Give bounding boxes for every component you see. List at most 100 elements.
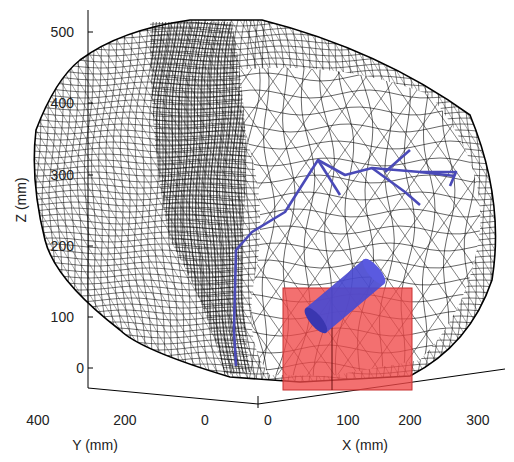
mesh-line	[175, 10, 192, 390]
x-tick: 200	[398, 413, 421, 427]
mesh-line	[253, 10, 269, 390]
mesh-line	[0, 0, 150, 400]
mesh-line	[0, 0, 153, 400]
mesh-line	[20, 251, 510, 253]
vessel-tree	[234, 150, 456, 366]
mesh-line	[410, 0, 514, 400]
mesh-line	[0, 0, 180, 400]
mesh-line	[20, 139, 510, 141]
mesh-line	[170, 0, 450, 400]
mesh-line	[77, 10, 95, 390]
mesh-line	[20, 55, 510, 57]
mesh-line	[20, 175, 510, 177]
mesh-line	[20, 351, 510, 353]
mesh-line	[480, 0, 514, 400]
mesh-line	[0, 0, 64, 400]
mesh-line	[20, 95, 510, 97]
mesh-line	[500, 0, 514, 400]
mesh-line	[0, 0, 112, 400]
mesh-line	[20, 235, 510, 237]
mesh-line	[20, 331, 510, 333]
mesh-line	[235, 10, 252, 390]
mesh-line	[20, 355, 510, 357]
mesh-line	[140, 0, 420, 400]
mesh-line	[20, 73, 510, 81]
mesh-line	[20, 339, 510, 341]
mesh-line	[20, 323, 510, 325]
y-tick: 0	[201, 413, 209, 427]
mesh-line	[20, 34, 510, 38]
mesh-line	[250, 10, 266, 390]
mesh-line	[0, 0, 198, 400]
mesh-line	[20, 56, 510, 64]
mesh-line	[20, 211, 510, 213]
axis-title: X (mm)	[342, 438, 388, 452]
mesh-line	[216, 0, 496, 400]
mesh-line	[20, 119, 510, 121]
mesh-line	[20, 279, 510, 281]
mesh-line	[408, 0, 514, 400]
mesh-line	[456, 0, 514, 400]
inner-mesh	[0, 0, 514, 400]
mesh-line	[0, 0, 30, 400]
mesh-line	[20, 191, 510, 193]
mesh-line	[20, 199, 510, 201]
mesh-line	[20, 294, 510, 302]
mesh-line	[128, 10, 142, 390]
mesh-line	[20, 59, 510, 61]
mesh-line	[0, 0, 36, 400]
mesh-line	[20, 335, 510, 337]
mesh-line	[432, 0, 514, 400]
mesh-line	[20, 90, 510, 98]
mesh-line	[20, 163, 510, 165]
mesh-line	[20, 167, 510, 169]
mesh-line	[20, 375, 510, 377]
mesh-line	[498, 0, 514, 400]
mesh-line	[0, 0, 240, 400]
mesh-line	[20, 219, 510, 221]
mesh-line	[20, 111, 510, 113]
mesh-line	[20, 43, 510, 45]
mesh-line	[0, 0, 120, 400]
organ-outline	[34, 20, 495, 382]
mesh-line	[477, 10, 493, 390]
mesh-line	[20, 362, 510, 370]
mesh-line	[20, 87, 510, 89]
mesh-line	[20, 207, 510, 209]
mesh-line	[0, 0, 126, 400]
mesh-line	[20, 209, 510, 217]
mesh-line	[0, 0, 135, 400]
mesh-line	[0, 0, 90, 400]
mesh-line	[264, 0, 514, 400]
z-tick: 400	[51, 96, 74, 110]
mesh-line	[223, 10, 240, 390]
mesh-line	[20, 39, 510, 41]
mesh-line	[238, 10, 255, 390]
mesh-line	[20, 143, 510, 145]
mesh-line	[0, 0, 45, 400]
mesh-line	[20, 295, 510, 297]
mesh-line	[0, 0, 216, 400]
mesh-line	[247, 10, 263, 390]
mesh-line	[20, 115, 510, 117]
mesh-line	[20, 267, 510, 269]
mesh-line	[256, 10, 272, 390]
mesh-line	[0, 0, 40, 400]
mesh-line	[0, 0, 88, 400]
mesh-line	[20, 299, 510, 301]
z-tick: 0	[76, 361, 84, 375]
mesh-line	[20, 23, 510, 25]
mesh-line	[0, 0, 90, 400]
mesh-line	[48, 0, 288, 400]
mesh-line	[20, 303, 510, 305]
mesh-line	[229, 10, 246, 390]
mesh-line	[20, 127, 510, 129]
mesh-line	[20, 382, 510, 386]
mesh-line	[20, 107, 510, 115]
mesh-line	[0, 0, 234, 400]
mesh-line	[0, 0, 63, 400]
mesh-line	[0, 0, 136, 400]
mesh-line	[20, 291, 510, 293]
mesh-line	[260, 0, 514, 400]
mesh-line	[20, 239, 510, 241]
